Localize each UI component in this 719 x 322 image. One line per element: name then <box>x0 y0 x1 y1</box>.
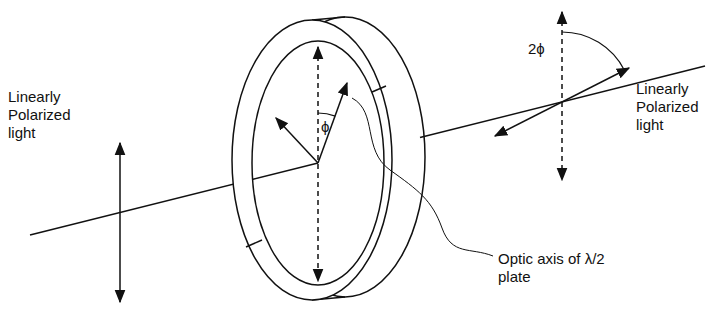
beam-label: Linearly Polarized light <box>636 80 714 134</box>
angle-label: ϕ <box>321 118 341 136</box>
angle-arc <box>318 113 335 116</box>
leader-line <box>352 98 493 256</box>
ring-notch <box>246 240 262 247</box>
optic-axis-arrow <box>318 83 347 163</box>
angle-label: 2ϕ <box>528 40 558 58</box>
polarization-arrow <box>119 143 121 302</box>
polarization-arrow <box>495 68 629 136</box>
plate-face <box>252 41 384 285</box>
light-beam <box>252 163 318 180</box>
callout-label: Optic axis of λ/2 plate <box>498 250 616 286</box>
plate-front-rim <box>232 20 392 300</box>
ring-notch <box>372 86 386 92</box>
angle-arc <box>562 32 624 70</box>
reference-axis <box>317 47 319 281</box>
reference-axis <box>561 12 563 180</box>
beam-label: Linearly Polarized light <box>8 88 88 142</box>
fast-axis-arrow <box>276 118 318 163</box>
